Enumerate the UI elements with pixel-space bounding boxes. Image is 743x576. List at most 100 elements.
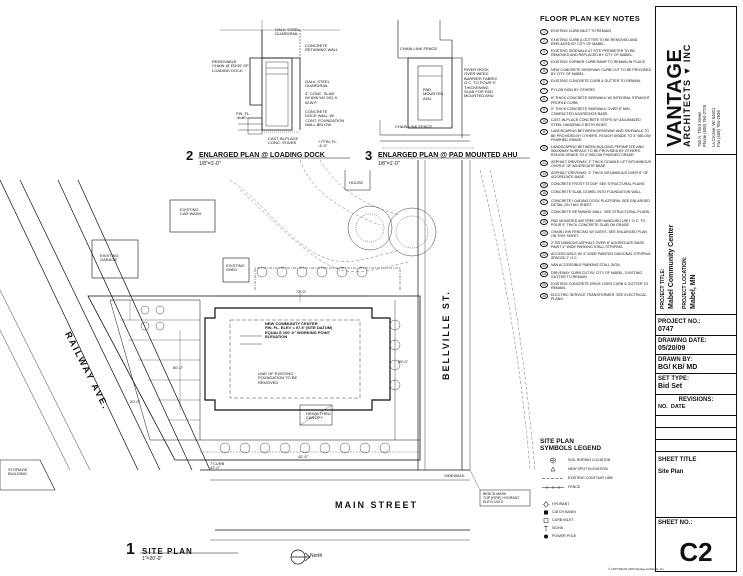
road-label-main: MAIN STREET (335, 500, 419, 510)
key-note-text: CONCRETE RETAINING WALL. SEE STRUCTURAL … (551, 209, 651, 214)
key-note-number: 7 (540, 87, 548, 94)
key-note-text: 2" BITUMINOUS ASPHALT OVER 8" AGGREGATE … (551, 240, 646, 249)
legend-row-curb-inlet: CURB INLET (540, 516, 652, 524)
legend-row-soil-boring: SOIL BORING LOCATION (540, 456, 652, 465)
key-note-number: 26 (540, 293, 548, 300)
project-location: Mabel, MN (690, 274, 697, 309)
legend-row-catch-basin: CATCH BASIN (540, 508, 652, 516)
dimension-lines (179, 290, 420, 461)
key-note-text: VAN ACCESSIBLE PARKING STALL SIGN. (551, 262, 621, 267)
key-note-text: PAD MOUNTED AIR FREE AIR HANDLING UNIT. … (551, 218, 646, 227)
key-note-text: EXISTING CORNER CURB RAMP TO REMAIN IN P… (551, 59, 647, 64)
key-note-text: EXISTING CONCRETE CURB & GUTTER TO REMAI… (551, 79, 642, 84)
label-chain-link-2: CHAIN LINK FENCE (395, 124, 433, 129)
key-note-text: CONCRETE SLAB, DOWEL INTO FOUNDATION WAL… (551, 190, 643, 195)
loading-dock-detail (220, 20, 340, 135)
storage-building (0, 459, 56, 491)
project-no: 0747 (658, 326, 674, 333)
legend-heading-1: SITE PLAN (540, 438, 574, 445)
key-note-number: 14 (540, 170, 548, 177)
revisions-label: REVISIONS: (678, 397, 714, 403)
plan-number-3: 3 (365, 148, 373, 163)
plan-number-1: 1 (126, 541, 135, 558)
legend-row-contour: EXISTING CONTOUR LINE (540, 474, 652, 483)
legend-label-soil-boring: SOIL BORING LOCATION (568, 458, 611, 462)
contour-lines (229, 159, 536, 471)
key-note-text: PYLON SIGN BY OTHERS. (551, 87, 596, 92)
key-note-text: NEW CONCRETE DRIVEWAY CURB CUT TO BE PRO… (551, 68, 652, 77)
north-label: North (310, 553, 323, 559)
sheet-title: Site Plan (658, 469, 684, 475)
sheet-number: C2 (679, 537, 713, 567)
set-type: Bid Set (658, 383, 683, 390)
key-notes-heading: FLOOR PLAN KEY NOTES (540, 14, 641, 23)
key-note-text: 5" THICK CONCRETE SIDEWALK OVER 6" MIN. … (551, 107, 631, 116)
legend-label-power-pole: POWER POLE (552, 534, 577, 538)
project-title-label: PROJECT TITLE: (660, 268, 666, 309)
key-note-number: 8 (540, 96, 548, 103)
trees-bottom (219, 442, 391, 454)
plan-number-2: 2 (186, 148, 194, 163)
set-type-field: SET TYPE: Bid Set (658, 376, 734, 391)
key-note-number: 18 (540, 209, 548, 216)
key-note-number: 9 (540, 107, 548, 114)
key-note-text: DRIVEWAY CURB CUT BY CITY OF MABEL, EXIS… (551, 271, 642, 280)
key-note-text: CAST-IN-PLACE CONCRETE STEPS W/ GALVANIZ… (551, 118, 641, 127)
key-note-text: LANDSCAPING BETWEEN DRIVEWAY AND SIDEWAL… (551, 129, 651, 142)
key-note-text: ACCESS AISLE W/ 4" WIDE PAINTED DIAGONAL… (551, 251, 651, 260)
road-label-bellville: BELLVILLE ST. (441, 290, 451, 380)
plan-title-pad-ahu: ENLARGED PLAN @ PAD MOUNTED AHU (378, 152, 518, 159)
power-pole-icon (544, 534, 548, 539)
key-note-text: ASPHALT DRIVEWAY, 3" THICK BITUMINOUS OV… (551, 170, 649, 179)
legend-label-catch-basin: CATCH BASIN (552, 510, 576, 514)
key-note-number: 6 (540, 79, 548, 86)
key-note-number: 11 (540, 129, 548, 136)
legend-label-fence: FENCE (568, 485, 581, 489)
drawn-by-label: DRAWN BY: (658, 357, 693, 363)
contour-line-icon (542, 478, 564, 479)
label-sidewalk: SIDEWALK (444, 473, 465, 478)
legend-row-power-pole: POWER POLE (540, 532, 652, 540)
drawing-date-field: DRAWING DATE: 05/20/09 (658, 338, 734, 353)
drawn-by: BG/ KB/ MD (658, 364, 698, 371)
set-type-label: SET TYPE: (658, 376, 690, 382)
soil-boring-icon (550, 457, 556, 464)
firm-subtitle: ARCHITECTS ▼ INC (682, 43, 692, 147)
symbols-legend: SITE PLAN SYMBOLS LEGEND SOIL BORING LOC… (540, 438, 652, 540)
key-note-text: EXISTING CURB INLET TO REMAIN. (551, 29, 612, 33)
existing-car-wash (169, 199, 216, 233)
key-note-number: 4 (540, 59, 548, 66)
label-fin-fl-2: +7'FIN. FL.-4'-0" (318, 139, 338, 149)
revisions-header: NO. DATE (658, 404, 734, 411)
drawing-date-label: DRAWING DATE: (658, 338, 707, 344)
trees-top (256, 205, 437, 278)
existing-garage (91, 239, 139, 279)
copyright-notice: © COPYRIGHT 2009 Vantage Architects, Inc… (608, 567, 665, 571)
key-note-number: 23 (540, 262, 548, 269)
fence-line (254, 267, 401, 290)
key-note-text: EXISTING CONCRETE DRIVE OVER CURB & GUTT… (551, 282, 649, 291)
key-note-number: 10 (540, 118, 548, 125)
key-note-number: 24 (540, 271, 548, 278)
